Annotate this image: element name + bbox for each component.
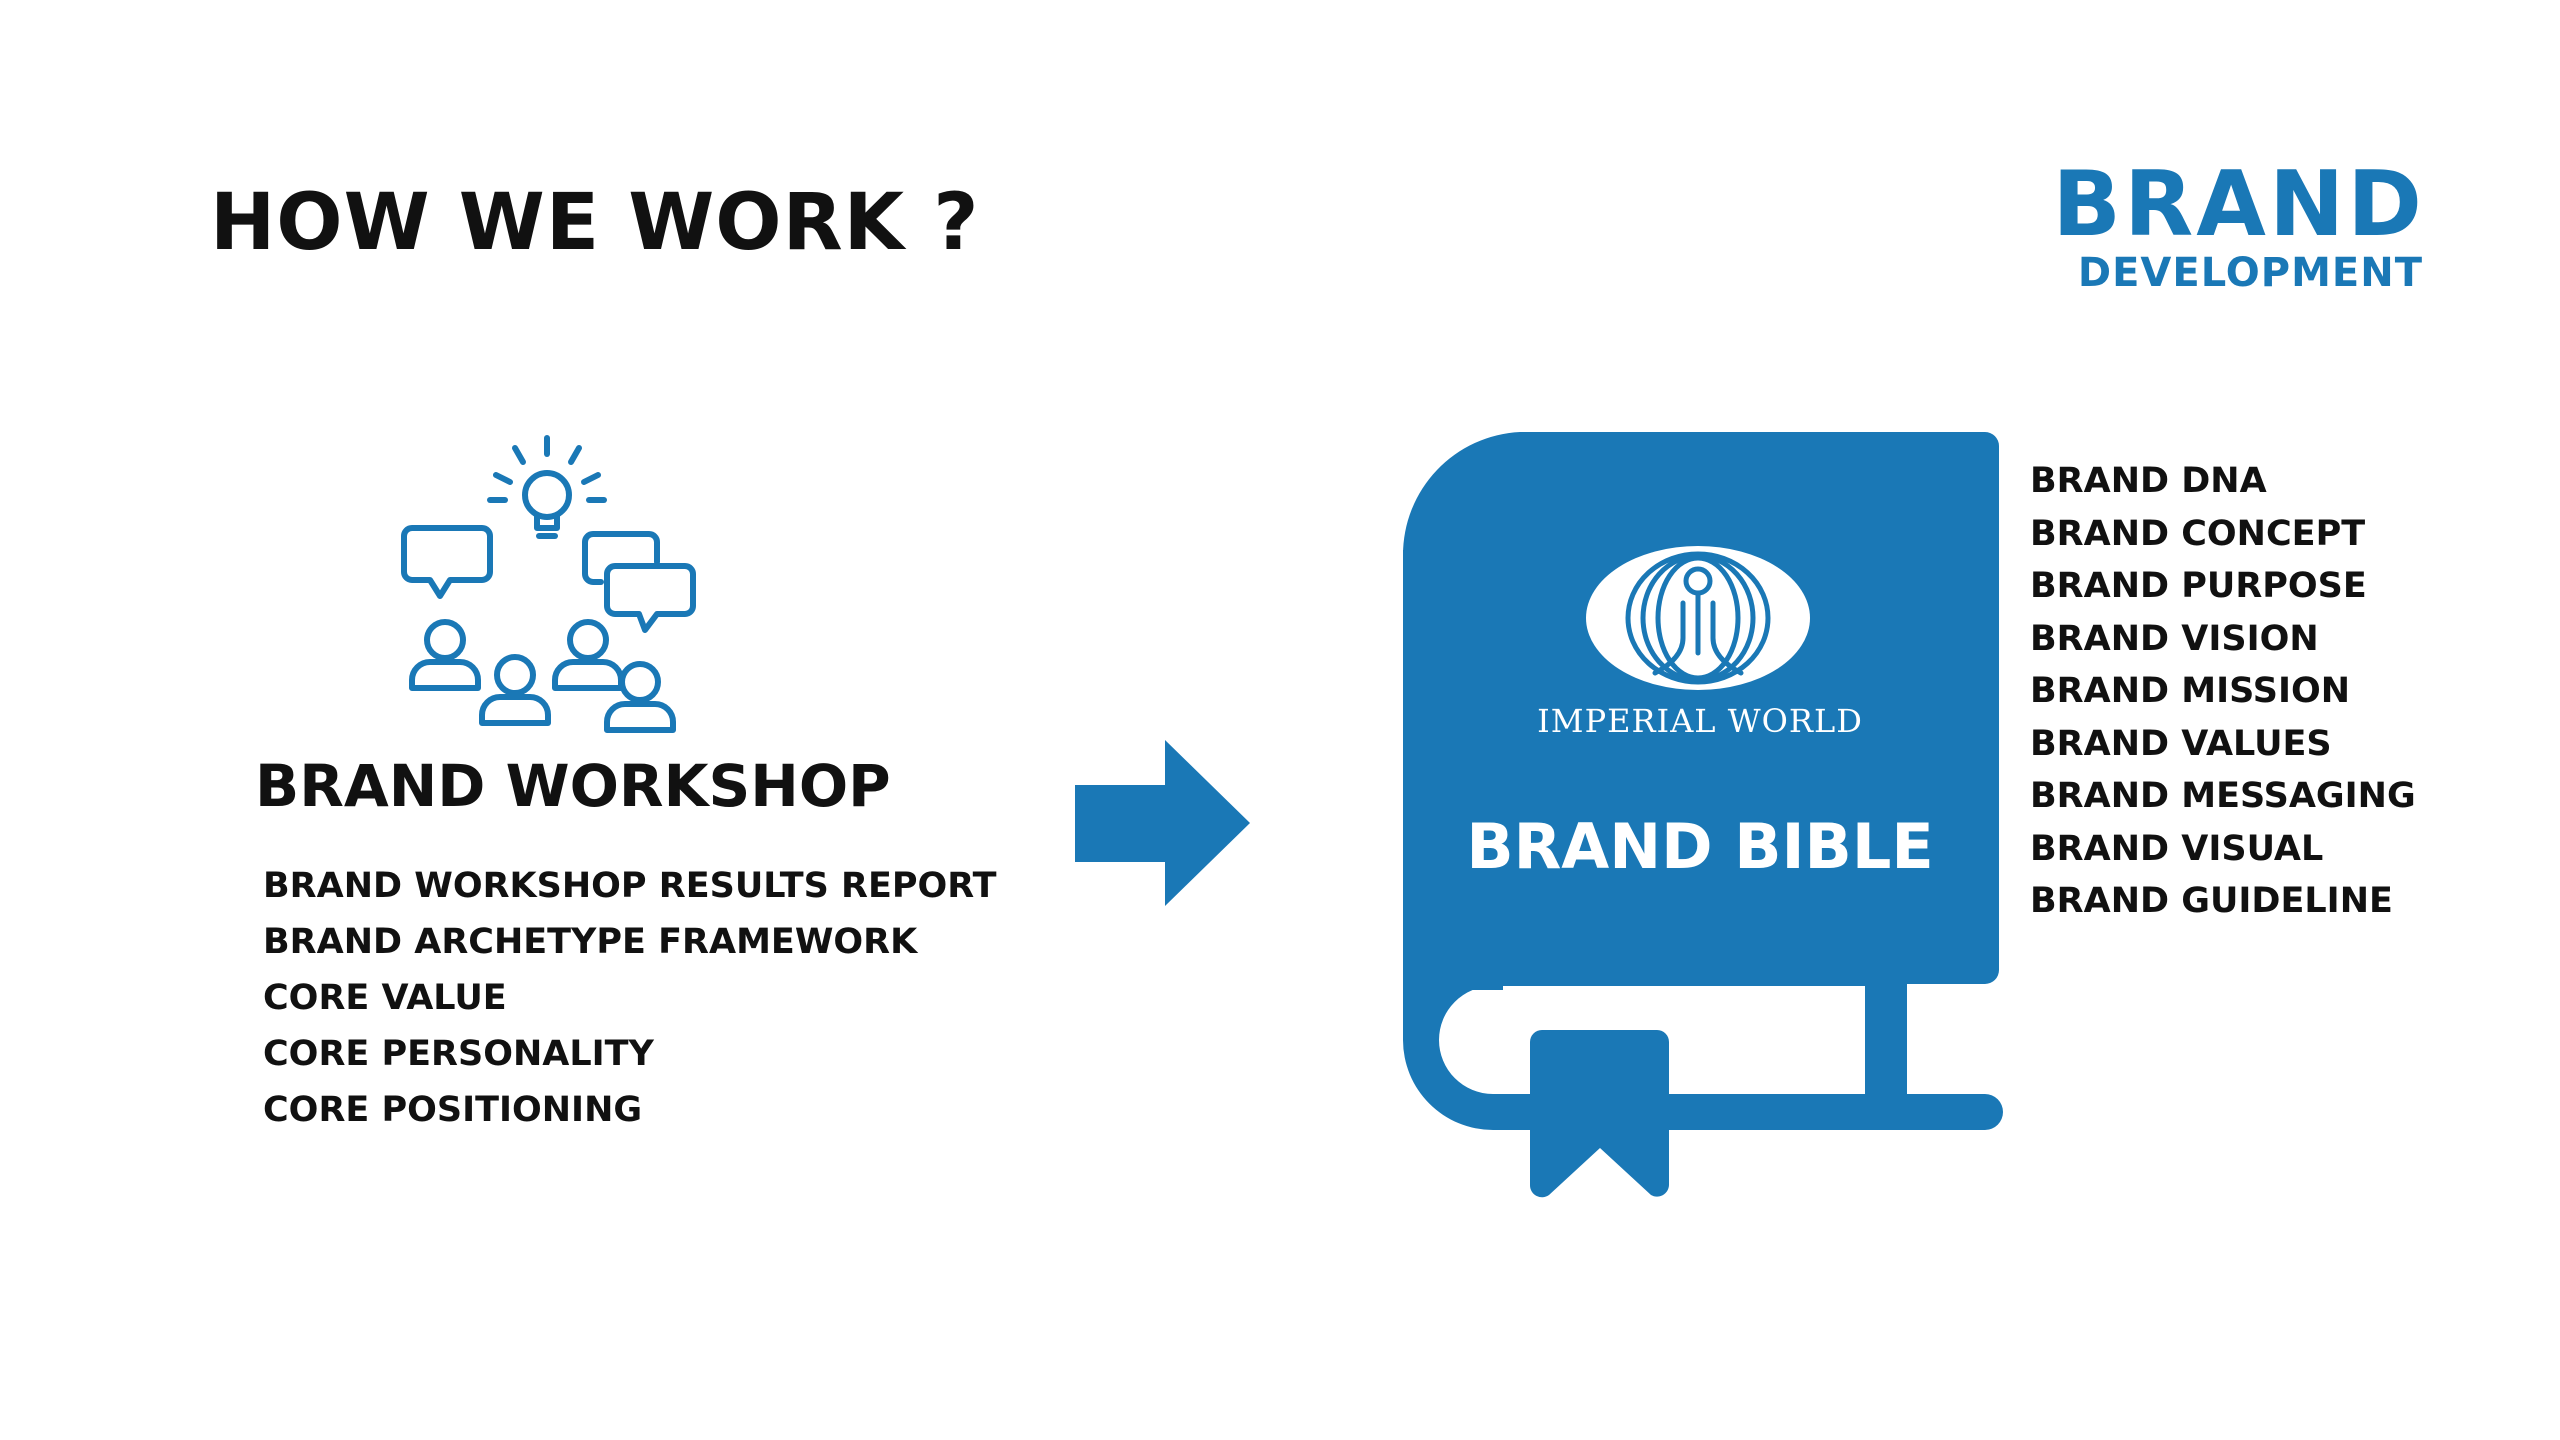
list-item: BRAND GUIDELINE: [2030, 881, 2393, 921]
brand-title: BRAND: [2052, 152, 2425, 257]
list-item: BRAND MESSAGING: [2030, 776, 2416, 816]
logo-wordmark: IMPERIAL WORLD: [1537, 702, 1863, 740]
list-item: BRAND CONCEPT: [2030, 513, 2366, 554]
workshop-title: BRAND WORKSHOP: [255, 752, 891, 820]
list-item: BRAND ARCHETYPE FRAMEWORK: [263, 922, 918, 962]
list-item: CORE PERSONALITY: [263, 1034, 654, 1074]
list-item: BRAND VALUES: [2030, 723, 2332, 764]
book-icon: [1402, 432, 2003, 1198]
list-item: BRAND VISION: [2030, 618, 2319, 659]
brand-subtitle: DEVELOPMENT: [2077, 250, 2423, 296]
list-item: BRAND WORKSHOP RESULTS REPORT: [263, 866, 997, 906]
book-title: BRAND BIBLE: [1466, 810, 1934, 883]
workshop-deliverables-list: BRAND WORKSHOP RESULTS REPORT BRAND ARCH…: [263, 858, 997, 1138]
team-brainstorm-icon: [401, 435, 696, 733]
imperial-world-logo-icon: [1586, 546, 1810, 690]
arrow-right-icon: [1075, 740, 1250, 906]
list-item: BRAND VISUAL: [2030, 828, 2324, 869]
list-item: BRAND MISSION: [2030, 671, 2351, 711]
list-item: BRAND PURPOSE: [2030, 566, 2367, 606]
brand-bible-list: BRAND DNA BRAND CONCEPT BRAND PURPOSE BR…: [2030, 455, 2416, 928]
list-item: CORE VALUE: [263, 978, 507, 1018]
page-title: HOW WE WORK ?: [210, 178, 980, 268]
list-item: BRAND DNA: [2030, 461, 2267, 501]
list-item: CORE POSITIONING: [263, 1090, 643, 1130]
